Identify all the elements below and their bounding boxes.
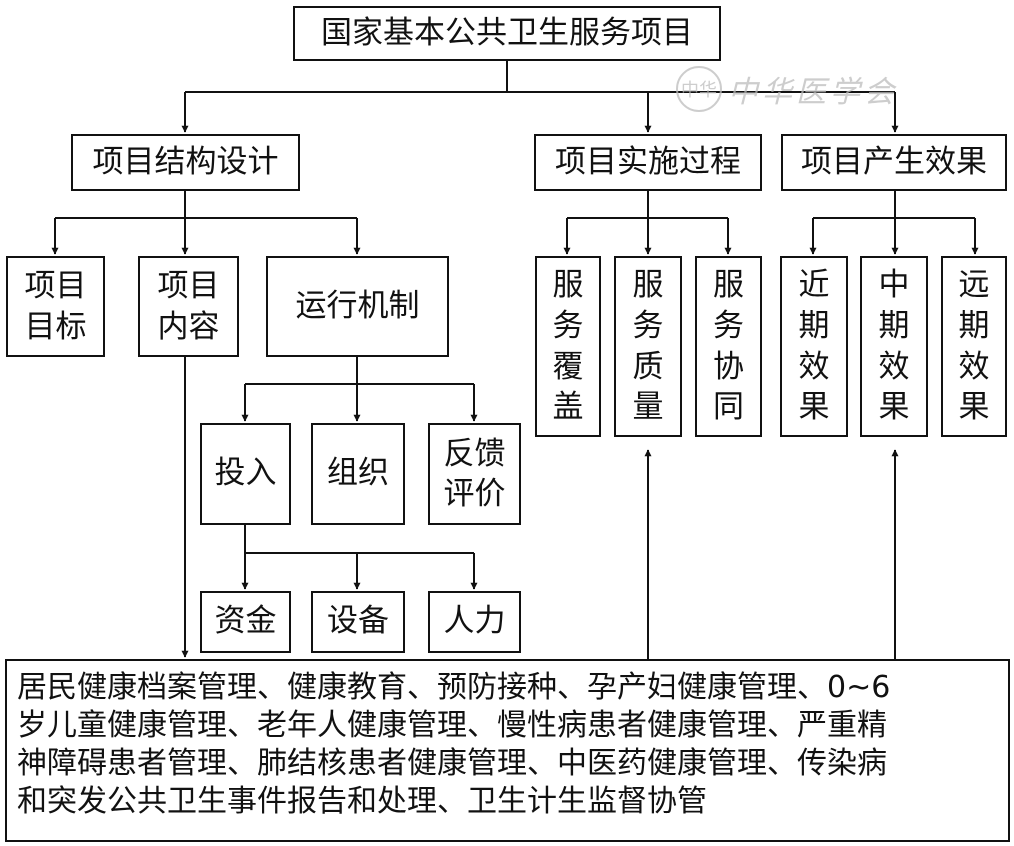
mid-term-node: 中期效果 xyxy=(860,256,928,437)
long-term-node: 远期效果 xyxy=(941,256,1007,437)
long-term-label: 远期效果 xyxy=(958,266,990,426)
quality-label: 服务质量 xyxy=(632,266,664,426)
funds-label: 资金 xyxy=(214,603,277,640)
coordination-node: 服务协同 xyxy=(695,256,762,437)
mid-term-label: 中期效果 xyxy=(878,266,910,426)
equipment-label: 设备 xyxy=(327,603,389,640)
watermark-text: 中华医学会 xyxy=(728,75,898,110)
coverage-label: 服务覆盖 xyxy=(552,266,584,426)
organization-node: 组织 xyxy=(311,423,405,525)
watermark: 中华 中华医学会 xyxy=(676,66,898,112)
mechanism-label: 运行机制 xyxy=(295,287,420,324)
services-line: 和突发公共卫生事件报告和处理、卫生计生监督协管 xyxy=(17,784,707,820)
goal-label: 项目目标 xyxy=(24,268,87,345)
quality-node: 服务质量 xyxy=(614,256,682,437)
organization-label: 组织 xyxy=(327,455,389,492)
services-node: 居民健康档案管理、健康教育、预防接种、孕产妇健康管理、0~6 岁儿童健康管理、老… xyxy=(5,659,1010,842)
design-node: 项目结构设计 xyxy=(71,134,300,191)
manpower-node: 人力 xyxy=(428,591,521,653)
services-line: 神障碍患者管理、肺结核患者健康管理、中医药健康管理、传染病 xyxy=(17,746,887,782)
content-label: 项目内容 xyxy=(157,268,220,345)
content-node: 项目内容 xyxy=(138,256,239,357)
root-label: 国家基本公共卫生服务项目 xyxy=(321,14,693,51)
services-text: 居民健康档案管理、健康教育、预防接种、孕产妇健康管理、0~6 岁儿童健康管理、老… xyxy=(17,669,890,821)
process-node: 项目实施过程 xyxy=(534,134,762,191)
manpower-label: 人力 xyxy=(443,603,506,640)
design-label: 项目结构设计 xyxy=(92,143,279,180)
feedback-node: 反馈评价 xyxy=(428,423,521,525)
coordination-label: 服务协同 xyxy=(713,266,744,426)
services-line: 岁儿童健康管理、老年人健康管理、慢性病患者健康管理、严重精 xyxy=(17,708,887,744)
short-term-label: 近期效果 xyxy=(798,266,830,426)
watermark-seal-icon: 中华 xyxy=(676,66,722,112)
feedback-label: 反馈评价 xyxy=(443,435,506,512)
services-line: 居民健康档案管理、健康教育、预防接种、孕产妇健康管理、0~6 xyxy=(17,670,891,705)
coverage-node: 服务覆盖 xyxy=(535,256,601,437)
watermark-seal-text: 中华 xyxy=(681,80,717,101)
input-node: 投入 xyxy=(200,423,291,525)
mechanism-node: 运行机制 xyxy=(266,256,449,357)
goal-node: 项目目标 xyxy=(6,256,105,357)
short-term-node: 近期效果 xyxy=(780,256,848,437)
equipment-node: 设备 xyxy=(311,591,405,653)
input-label: 投入 xyxy=(214,455,277,492)
effect-node: 项目产生效果 xyxy=(781,134,1007,191)
root-node: 国家基本公共卫生服务项目 xyxy=(293,6,721,61)
funds-node: 资金 xyxy=(200,591,291,653)
process-label: 项目实施过程 xyxy=(555,143,741,180)
effect-label: 项目产生效果 xyxy=(801,143,987,180)
